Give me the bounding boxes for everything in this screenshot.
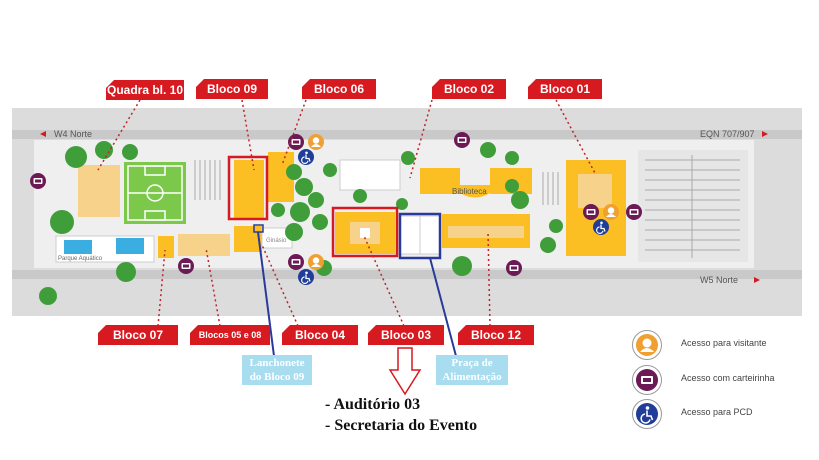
- wheelchair-access-icon: [297, 148, 315, 166]
- wheelchair-access-icon: [632, 399, 662, 429]
- bloco-09-building: [234, 160, 264, 218]
- card-access-icon: [288, 254, 304, 270]
- road-label-eqn: EQN 707/907: [700, 129, 755, 139]
- tag-bloco-09: Bloco 09: [196, 79, 268, 99]
- callout-praca-line2: Alimentação: [442, 371, 502, 383]
- card-access-icon: [178, 258, 194, 274]
- quadra-bl10-building: [78, 165, 120, 217]
- card-access-icon: [30, 173, 46, 189]
- parque-label: Parque Aquático: [58, 256, 103, 262]
- blocos-05-08-building: [178, 234, 230, 256]
- visitor-access-icon: [308, 254, 324, 270]
- card-access-icon: [583, 204, 599, 220]
- tag-bloco-03: Bloco 03: [368, 325, 444, 345]
- highlight-bloco-09: [227, 155, 269, 221]
- legend-visitante-label: Acesso para visitante: [681, 338, 767, 348]
- bloco-02-west: [420, 168, 460, 194]
- pool-1: [64, 240, 92, 254]
- callout-praca-line1: Praça de: [451, 357, 493, 369]
- biblioteca-label: Biblioteca: [452, 187, 487, 196]
- callout-praca: Praça de Alimentação: [436, 355, 508, 385]
- highlight-bloco-03: [331, 206, 399, 258]
- leader-lines: [97, 99, 597, 327]
- tag-bloco-07: Bloco 07: [98, 325, 178, 345]
- card-access-icon: [632, 365, 662, 395]
- tag-bloco-04: Bloco 04: [282, 325, 358, 345]
- road-label-w4: W4 Norte: [54, 129, 92, 139]
- trees: [39, 134, 563, 305]
- tag-quadra-bl10: Quadra bl. 10: [106, 80, 184, 100]
- bloco-04-building: [234, 226, 262, 252]
- ginasio-label: Ginásio: [266, 238, 287, 244]
- legend-pcd-label: Acesso para PCD: [681, 407, 753, 417]
- biblioteca-building: [450, 185, 500, 198]
- tag-bloco-01: Bloco 01: [528, 79, 602, 99]
- highlight-praca: [398, 212, 442, 260]
- card-access-icon: [288, 134, 304, 150]
- road-w5: [12, 270, 802, 279]
- visitor-access-icon: [603, 204, 619, 220]
- pool-2: [116, 238, 144, 254]
- card-access-icon: [506, 260, 522, 276]
- parking-lot-east: [638, 150, 748, 262]
- parking-small: [194, 160, 559, 205]
- tag-blocos-05-08: Blocos 05 e 08: [190, 325, 270, 345]
- callout-lanchonete: Lanchonete do Bloco 09: [242, 355, 312, 385]
- tag-bloco-12: Bloco 12: [458, 325, 534, 345]
- card-access-icon: [454, 132, 470, 148]
- note-secretaria: - Secretaria do Evento: [325, 417, 478, 434]
- visitor-access-icon: [632, 330, 662, 360]
- visitor-access-icon: [308, 134, 324, 150]
- road-label-w5: W5 Norte: [700, 275, 738, 285]
- hall-building: [339, 159, 401, 191]
- legend-carteirinha-label: Acesso com carteirinha: [681, 373, 775, 383]
- wheelchair-access-icon: [297, 268, 315, 286]
- callout-lanchonete-line1: Lanchonete: [249, 357, 305, 369]
- card-access-icon: [626, 204, 642, 220]
- bloco-07-building: [158, 236, 174, 258]
- tag-bloco-02: Bloco 02: [432, 79, 506, 99]
- callout-lanchonete-line2: do Bloco 09: [249, 371, 305, 383]
- road-w4: [12, 130, 802, 139]
- lanchonete-line: [257, 231, 275, 357]
- down-arrow-icon: [388, 347, 422, 396]
- tag-bloco-06: Bloco 06: [302, 79, 376, 99]
- wheelchair-access-icon: [592, 218, 610, 236]
- praca-line: [429, 257, 457, 357]
- note-auditorio: - Auditório 03: [325, 396, 421, 413]
